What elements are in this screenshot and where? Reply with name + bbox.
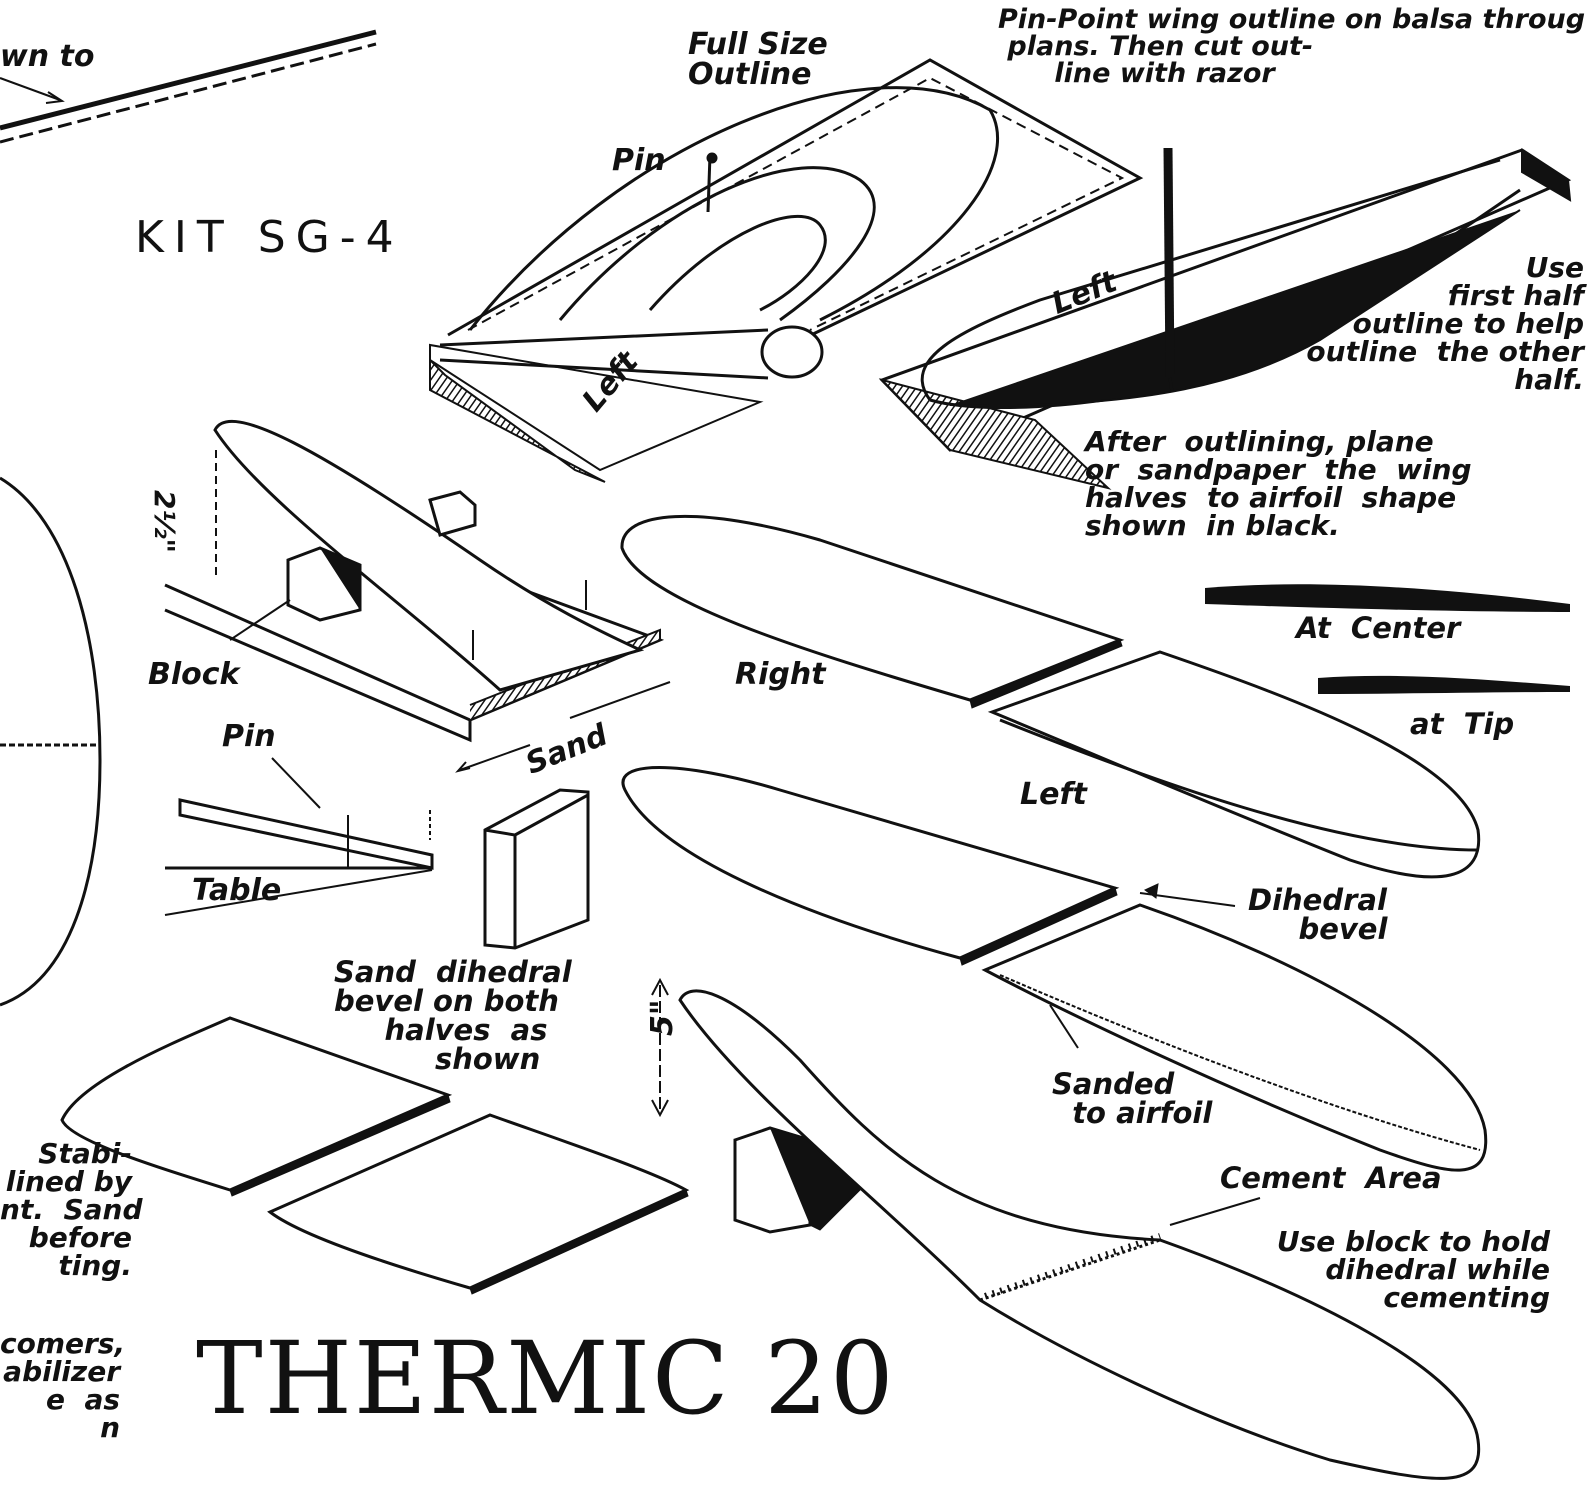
pin-point-instruction: Pin-Point wing outline on balsa throug p… [998,4,1586,89]
airfoil-sections [1205,584,1570,694]
assembled-wing [651,977,1481,1480]
use-block-note: Use block to hold dihedral while cementi… [1276,1225,1550,1314]
cement-area-label: Cement Area [1220,1161,1442,1195]
wing-half-left-sanded [981,903,1488,1172]
sand-dihedral-note: Sand dihedral bevel on both halves as sh… [334,955,572,1076]
at-tip-label: at Tip [1410,707,1515,741]
dihedral-block [483,788,590,950]
use-first-half-note: Use first half outline to help outline t… [1306,251,1584,396]
table-label: Table [192,873,282,908]
plan-sheet-rolled [429,58,1144,483]
after-outlining-note: After outlining, plane or sandpaper the … [1085,425,1472,542]
sanded-to-airfoil-label: Sanded to airfoil [1052,1067,1213,1130]
left-label: Left [1020,777,1087,812]
dimension-2-half: 2½" [148,490,181,554]
pin-label-top: Pin [612,143,666,178]
block-label: Block [148,657,240,692]
fuselage-stick [0,29,377,144]
dimension-5: 5" [645,999,680,1036]
sanding-jig [164,420,671,773]
wing-half-left [987,650,1481,879]
stabilizer-halves [60,1016,690,1295]
right-label: Right [735,657,826,692]
fragment-label: wn to [0,39,95,74]
at-center-label: At Center [1296,611,1461,645]
wing-half-right [620,514,1125,709]
stabilizer-note: Stabi- lined by nt. Sand before ting. [0,1137,143,1282]
kit-number: KIT SG-4 [135,212,404,263]
pin-label-table: Pin [222,719,276,754]
airfoil-tip [1318,675,1570,694]
table-pin-detail [164,757,434,916]
model-title: THERMIC 20 [196,1320,896,1437]
airfoil-center [1205,584,1570,612]
beginner-note: comers, abilizer e as n [0,1327,126,1444]
left-edge-wing-outline [0,476,102,1007]
full-size-outline-label: Full Size Outline [688,27,828,92]
dihedral-bevel-label: Dihedral bevel [1248,883,1388,946]
wing-blank-left [878,147,1572,490]
wing-half-right-sanded [621,766,1236,966]
